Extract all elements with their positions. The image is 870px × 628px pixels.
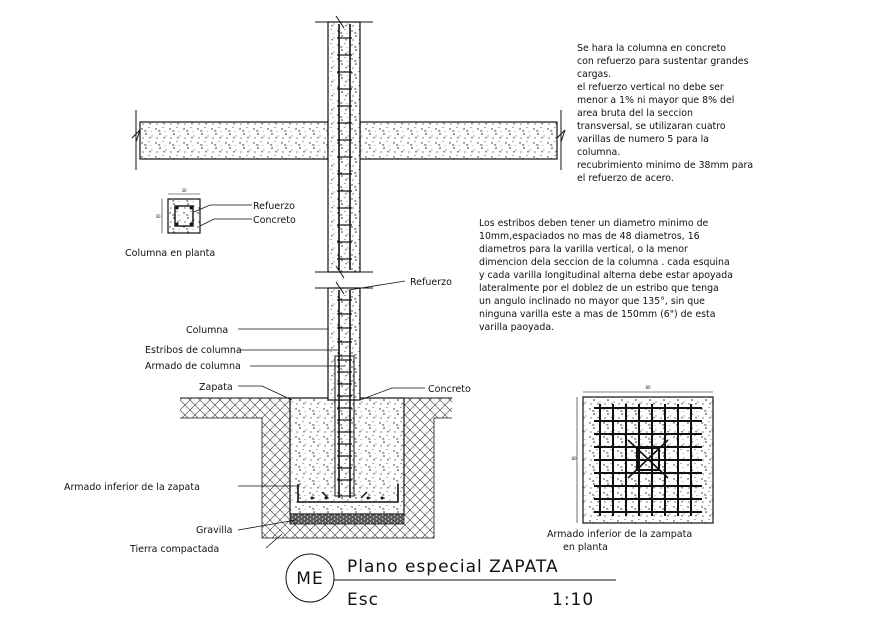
column-plan: 30 30 Refuerzo Concreto Columna en plant… — [125, 188, 296, 259]
elev-label-armado-inferior: Armado inferior de la zapata — [64, 482, 200, 493]
plan-dim-top: 30 — [181, 188, 187, 193]
elev-label-zapata: Zapata — [199, 382, 233, 393]
column-note-line: Se hara la columna en concreto — [577, 43, 726, 54]
column-note-line: el refuerzo de acero. — [577, 173, 674, 184]
column-note: Se hara la columna en concreto con refue… — [577, 43, 753, 184]
column-note-line: transversal, se utilizaran cuatro — [577, 121, 726, 132]
column-note-line: menor a 1% ni mayor que 8% del — [577, 95, 734, 106]
elev-label-concreto: Concreto — [428, 384, 471, 395]
column-note-line: area bruta del la seccion — [577, 108, 693, 119]
footing-section — [180, 281, 452, 539]
stirrup-note-line: Los estribos deben tener un diametro min… — [479, 218, 709, 229]
stirrup-note-line: dimencion dela seccion de la columna . c… — [479, 257, 730, 268]
title-block: ME Plano especial ZAPATA Esc 1:10 — [285, 553, 616, 610]
stirrup-note-line: ninguna varilla este a mas de 150mm (6")… — [479, 309, 715, 320]
slab-left — [139, 121, 329, 160]
stirrup-note-line: 10mm,espaciados no mas de 48 diametros, … — [479, 231, 700, 242]
soil-right-top — [404, 398, 452, 418]
footing-plan-column — [636, 447, 660, 471]
column-note-line: cargas. — [577, 69, 611, 80]
stirrup-note-line: lateralmente por el doblez de un estribo… — [479, 283, 719, 294]
footing-mesh — [594, 404, 702, 516]
footing-plan: 80 80 Armado inferior de la zampata en p… — [547, 385, 714, 553]
elev-label-gravilla: Gravilla — [196, 525, 232, 536]
column-break-top — [315, 15, 373, 29]
title-badge-circle — [285, 553, 335, 603]
stirrup-note-line: diametros para la varilla vertical, o la… — [479, 244, 688, 255]
title-text: Plano especial ZAPATA — [347, 557, 559, 577]
elev-label-columna: Columna — [186, 325, 228, 336]
lower-stirrups — [337, 299, 352, 481]
upper-stirrups — [337, 37, 352, 260]
elev-label-armado-columna: Armado de columna — [145, 361, 241, 372]
plan-label-refuerzo: Refuerzo — [253, 201, 295, 212]
elev-label-tierra: Tierra compactada — [129, 544, 219, 555]
soil-right-wall — [404, 418, 434, 538]
column-note-line: recubrimiento minimo de 38mm para — [577, 160, 753, 171]
column-cage — [334, 355, 355, 497]
footing-plan-dim-top: 80 — [645, 385, 651, 390]
plan-caption: Columna en planta — [125, 248, 215, 259]
stirrup-note-line: y cada varilla longitudinal alterna debe… — [479, 270, 733, 281]
scale-value: 1:10 — [552, 590, 594, 610]
footing-plan-caption-1: Armado inferior de la zampata — [547, 529, 692, 540]
footing-bottom-bars — [297, 484, 399, 503]
column-note-line: con refuerzo para sustentar grandes — [577, 56, 749, 67]
slab-break-left — [131, 110, 141, 170]
column-break-mid — [315, 265, 373, 279]
scale-label: Esc — [347, 590, 379, 610]
upper-column — [327, 21, 361, 273]
stirrup-note-line: un angulo inclinado no mayor que 135°, s… — [479, 296, 705, 307]
title-badge: ME — [296, 569, 323, 589]
soil-bottom — [262, 524, 434, 538]
elev-label-refuerzo: Refuerzo — [410, 277, 452, 288]
soil-left-top — [180, 398, 290, 418]
elev-label-estribos: Estribos de columna — [145, 345, 242, 356]
column-note-line: columna. — [577, 147, 620, 158]
elevation-leaders — [237, 280, 425, 549]
plan-label-concreto: Concreto — [253, 215, 296, 226]
slab-column-section — [131, 15, 566, 279]
stirrup-note-line: varilla paoyada. — [479, 322, 554, 333]
stirrup-note: Los estribos deben tener un diametro min… — [479, 218, 733, 333]
column-note-line: el refuerzo vertical no debe ser — [577, 82, 724, 93]
gravel-layer — [289, 513, 405, 525]
lower-column — [327, 287, 361, 401]
footing-plan-dim-side: 80 — [571, 456, 577, 461]
column-note-line: varillas de numero 5 para la — [577, 134, 709, 145]
plan-dim-side: 30 — [155, 214, 161, 219]
footing-plan-caption-2: en planta — [563, 542, 608, 553]
soil-left-wall — [262, 418, 290, 538]
slab-break-right — [556, 110, 566, 170]
slab-right — [359, 121, 558, 160]
